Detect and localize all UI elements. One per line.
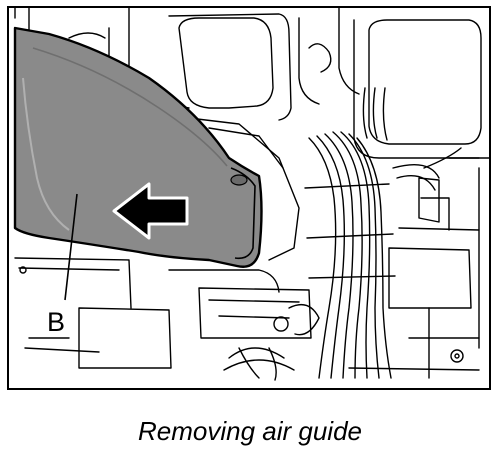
callout-leader-line bbox=[64, 193, 78, 301]
bolt-right bbox=[450, 349, 464, 363]
wiring-harness bbox=[304, 87, 440, 379]
air-guide-illustration bbox=[13, 8, 489, 381]
air-guide-part bbox=[13, 26, 263, 268]
right-window bbox=[368, 19, 482, 145]
right-bracket bbox=[418, 177, 450, 231]
center-window bbox=[178, 17, 274, 109]
figure-caption: Removing air guide bbox=[137, 416, 362, 446]
callout-label-b: B bbox=[47, 307, 66, 337]
lower-mechanism bbox=[198, 287, 312, 339]
direction-arrow-icon bbox=[112, 182, 189, 240]
figure-frame: B bbox=[7, 6, 491, 390]
